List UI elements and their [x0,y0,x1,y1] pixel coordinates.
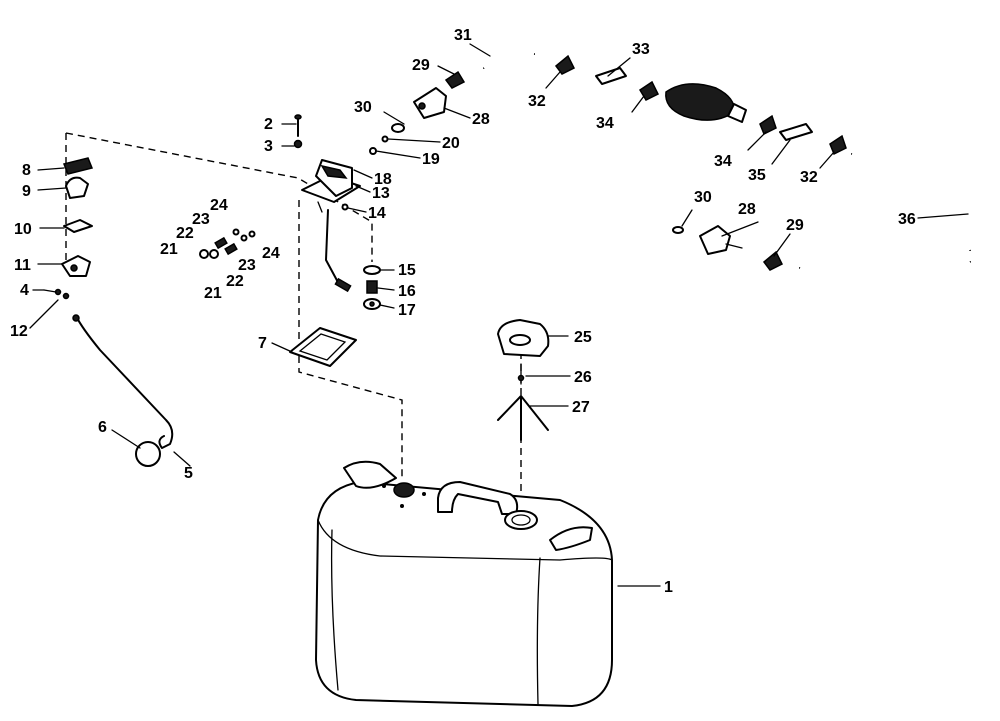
callout-34-a: 34 [596,115,614,132]
callout-23-a: 23 [192,211,210,228]
float-arm-and-float [72,314,174,467]
callout-21-b: 21 [204,285,222,302]
callout-6: 6 [98,419,107,436]
screw-and-washer [293,114,303,149]
callout-30-b: 30 [694,189,712,206]
callout-2: 2 [264,116,273,133]
callout-7: 7 [258,335,267,352]
callout-32-b: 32 [800,169,818,186]
callout-26: 26 [574,369,592,386]
callout-13: 13 [372,185,390,202]
callout-29-b: 29 [786,217,804,234]
callout-17: 17 [398,302,416,319]
callout-14: 14 [368,205,386,222]
callout-22-b: 22 [226,273,244,290]
fuel-cap-assembly [497,319,550,441]
float-linkage-parts [43,157,94,300]
small-hardware [341,135,389,310]
callout-29-a: 29 [412,57,430,74]
fasteners-cluster [199,228,256,259]
callout-35: 35 [748,167,766,184]
callout-33: 33 [632,41,650,58]
callout-12: 12 [10,323,28,340]
callout-30-a: 30 [354,99,372,116]
callout-19: 19 [422,151,440,168]
callout-8: 8 [22,162,31,179]
callout-10: 10 [14,221,32,238]
callout-31: 31 [454,27,472,44]
callout-3: 3 [264,138,273,155]
callout-18: 18 [374,171,392,188]
callout-24-a: 24 [210,197,228,214]
callout-24-b: 24 [262,245,280,262]
fuel-tank [315,460,613,707]
callout-25: 25 [574,329,592,346]
fuel-gauge-assembly [301,159,361,293]
callout-9: 9 [22,183,31,200]
callout-1: 1 [664,579,673,596]
callout-4: 4 [20,282,29,299]
leader-lines [29,43,969,587]
gasket [289,327,357,367]
fuel-line-parts [391,51,972,285]
callout-11: 11 [14,257,31,274]
callout-34-b: 34 [714,153,732,170]
callout-27: 27 [572,399,590,416]
callout-23-b: 23 [238,257,256,274]
callout-labels: 1 2 3 4 5 5 6 7 8 9 10 11 12 13 14 15 16… [10,27,916,596]
callout-20: 20 [442,135,460,152]
callout-16: 16 [398,283,416,300]
callout-36: 36 [898,211,916,228]
callout-15: 15 [398,262,416,279]
callout-28-b: 28 [738,201,756,218]
callout-5-a: 5 [184,465,193,482]
callout-21-a: 21 [160,241,178,258]
callout-22-a: 22 [176,225,194,242]
callout-32-a: 32 [528,93,546,110]
callout-28-a: 28 [472,111,490,128]
